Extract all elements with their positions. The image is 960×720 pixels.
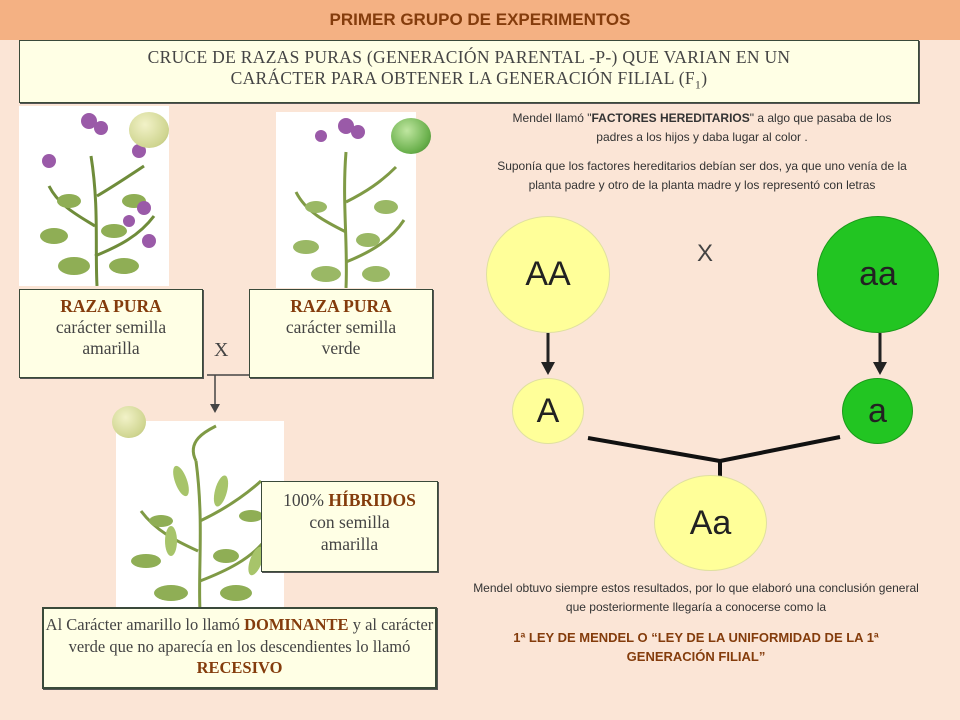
two-factors-text: Suponía que los factores hereditarios de… xyxy=(497,159,907,192)
gamete-dominant-circle: A xyxy=(512,378,584,444)
pure-breed-green-title: RAZA PURA xyxy=(290,296,392,316)
pure-breed-yellow-line1: carácter semilla xyxy=(55,317,167,337)
yellow-seed-icon-offspring xyxy=(112,406,146,438)
cross-description-line2: CARÁCTER PARA OBTENER LA GENERACIÓN FILI… xyxy=(230,68,708,92)
cross-description-box: CRUCE DE RAZAS PURAS (GENERACIÓN PARENTA… xyxy=(19,40,919,103)
offspring-hybrid-circle: Aa xyxy=(654,475,767,571)
yellow-seed-icon xyxy=(129,112,169,148)
pure-breed-green-line1: carácter semilla xyxy=(285,317,397,337)
hybrids-line2: con semilla xyxy=(309,512,390,532)
green-seed-icon xyxy=(391,118,431,154)
pure-breed-green-line2: verde xyxy=(321,338,361,358)
parent-dominant-circle: AA xyxy=(486,216,610,333)
first-mendel-law-title: 1ª LEY DE MENDEL O “LEY DE LA UNIFORMIDA… xyxy=(513,630,879,664)
inheritance-lines xyxy=(541,333,887,480)
hybrids-line3: amarilla xyxy=(320,534,379,554)
cross-symbol-left: X xyxy=(214,339,229,361)
page-title: PRIMER GRUPO DE EXPERIMENTOS xyxy=(329,10,631,29)
pea-plant-pods-illustration xyxy=(116,421,284,611)
hybrids-box: 100% HÍBRIDOS con semilla amarilla xyxy=(261,481,438,572)
gamete-recessive-circle: a xyxy=(842,378,913,444)
conclusion-text: Mendel obtuvo siempre estos resultados, … xyxy=(473,581,919,614)
pure-breed-yellow-box: RAZA PURA carácter semilla amarilla xyxy=(19,289,203,378)
cross-connector-arrow xyxy=(207,374,249,413)
pure-breed-green-box: RAZA PURA carácter semilla verde xyxy=(249,289,433,378)
dominant-recessive-note: Al Carácter amarillo lo llamó DOMINANTE … xyxy=(42,607,437,689)
pure-breed-yellow-title: RAZA PURA xyxy=(60,296,162,316)
cross-symbol-right: X xyxy=(697,240,714,267)
hereditary-factors-text: Mendel llamó "FACTORES HEREDITARIOS" a a… xyxy=(512,111,892,144)
pure-breed-yellow-line2: amarilla xyxy=(82,338,140,358)
parent-recessive-circle: aa xyxy=(817,216,939,333)
hybrids-line1: 100% HÍBRIDOS xyxy=(283,490,416,510)
cross-description-line1: CRUCE DE RAZAS PURAS (GENERACIÓN PARENTA… xyxy=(147,47,791,67)
header-bar xyxy=(0,0,960,40)
